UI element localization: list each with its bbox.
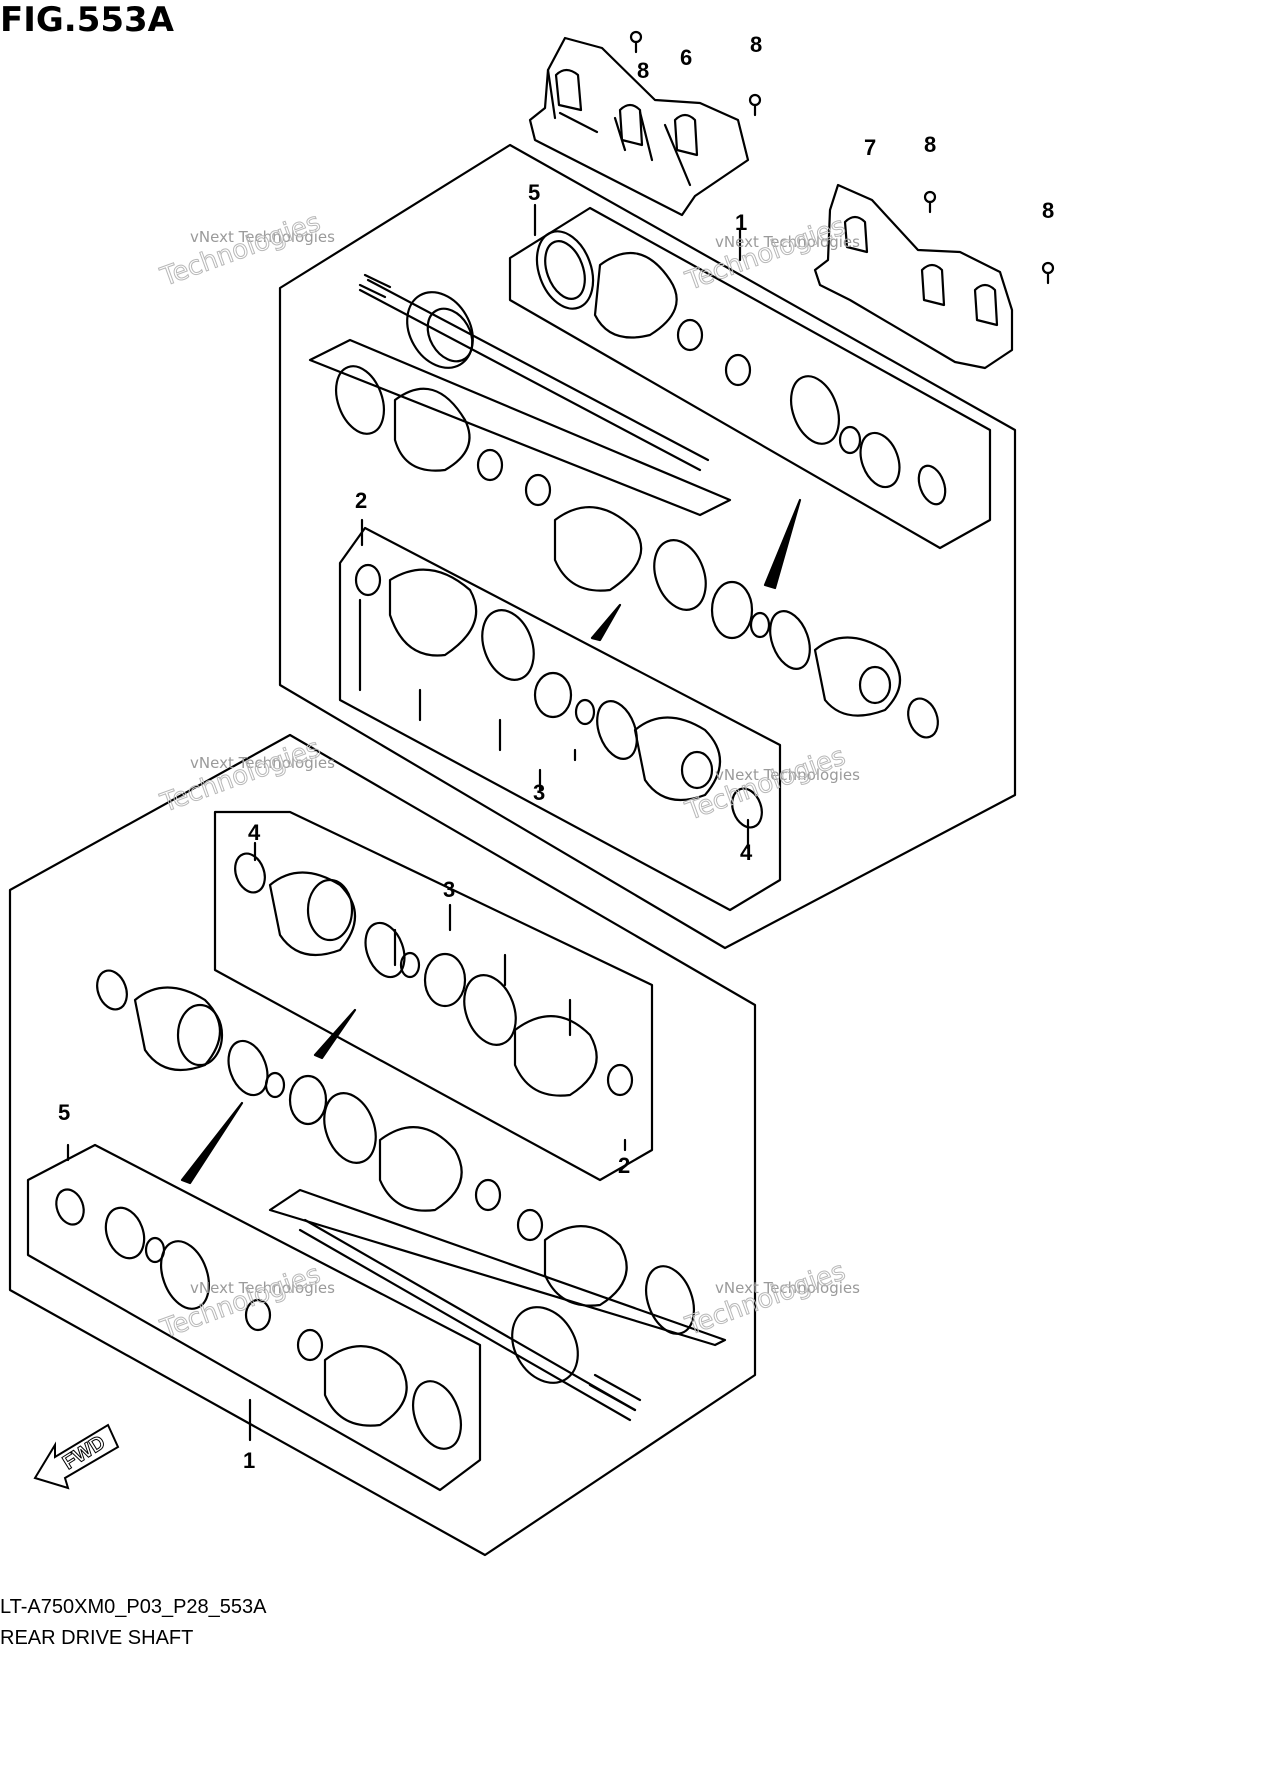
watermark-top-right: vNext Technologies Technologies — [681, 211, 860, 298]
fwd-arrow: FWD — [33, 1423, 120, 1490]
watermark-text: vNext Technologies — [190, 754, 335, 772]
watermark-text: Technologies — [681, 1256, 849, 1342]
watermark-mid-right: vNext Technologies Technologies — [681, 741, 860, 828]
callout-3: 3 — [443, 877, 455, 902]
callout-4: 4 — [248, 820, 261, 845]
lower-assembly-frame — [8, 733, 757, 1557]
watermark-bottom-left: vNext Technologies Technologies — [156, 1259, 335, 1346]
upper-joint-frame — [338, 526, 782, 912]
callout-2: 2 — [355, 488, 367, 513]
watermark-text: vNext Technologies — [715, 766, 860, 784]
upper-assembly-frame — [278, 143, 1017, 950]
callout-6: 6 — [680, 45, 692, 70]
watermark-text: Technologies — [156, 1259, 324, 1345]
watermark-top-left: vNext Technologies Technologies — [156, 207, 335, 294]
watermark-text: vNext Technologies — [190, 1279, 335, 1297]
upper-boot-kit-frame — [508, 206, 992, 550]
diagram-name: REAR DRIVE SHAFT — [0, 1627, 194, 1649]
lower-shaft-frame — [268, 1188, 727, 1347]
callout-2: 2 — [618, 1153, 630, 1178]
watermark-text: Technologies — [156, 733, 324, 819]
callout-5: 5 — [58, 1100, 70, 1125]
lower-boot-kit-frame — [26, 1143, 482, 1492]
watermark-text: Technologies — [156, 207, 324, 293]
bolt-8c — [923, 190, 937, 214]
bolt-8d — [1041, 261, 1055, 285]
callout-4: 4 — [740, 840, 753, 865]
callout-8: 8 — [750, 32, 762, 57]
watermark-text: vNext Technologies — [715, 1279, 860, 1297]
callout-5: 5 — [528, 180, 540, 205]
callout-1: 1 — [243, 1448, 255, 1473]
bracket-7 — [813, 183, 1014, 370]
watermark-mid-left: vNext Technologies Technologies — [156, 733, 335, 820]
bolt-8b — [748, 93, 762, 117]
figure-title: FIG.553A — [0, 0, 174, 40]
watermark-bottom-right: vNext Technologies Technologies — [681, 1256, 860, 1343]
watermark-text: vNext Technologies — [715, 233, 860, 251]
callout-1: 1 — [735, 210, 747, 235]
diagram-code: LT-A750XM0_P03_P28_553A — [0, 1596, 267, 1618]
watermark-text: vNext Technologies — [190, 228, 335, 246]
callout-7: 7 — [864, 135, 876, 160]
callout-8: 8 — [1042, 198, 1054, 223]
bracket-6 — [528, 36, 750, 217]
upper-axle-shaft — [358, 278, 710, 472]
bolt-8a — [629, 30, 643, 54]
lower-joint-frame — [213, 810, 654, 1182]
upper-shaft-frame — [308, 338, 732, 517]
lower-axle-shaft — [298, 1218, 637, 1422]
callout-8: 8 — [924, 132, 936, 157]
callout-8: 8 — [637, 58, 649, 83]
watermark-text: Technologies — [681, 211, 849, 297]
callout-3: 3 — [533, 780, 545, 805]
